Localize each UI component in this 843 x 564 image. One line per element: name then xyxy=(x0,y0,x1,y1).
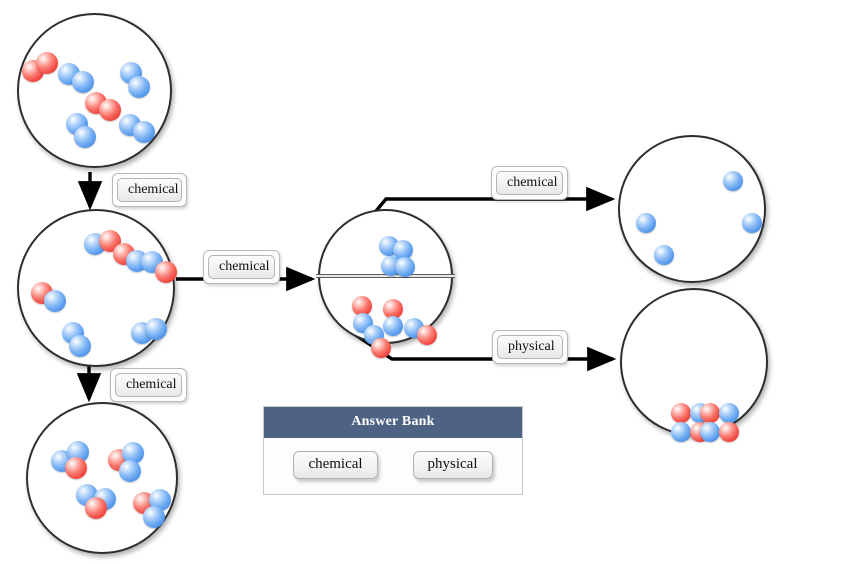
atom-blue xyxy=(143,506,165,528)
slot-bottom-right-arrow[interactable]: physical xyxy=(492,330,568,364)
slot-top-left-arrow[interactable]: chemical xyxy=(112,173,187,207)
vessel-top-right[interactable] xyxy=(618,135,766,283)
answer-bank-option-chemical[interactable]: chemical xyxy=(293,451,378,479)
atom-blue xyxy=(671,422,691,442)
answer-bank-title: Answer Bank xyxy=(264,407,522,438)
atom-blue xyxy=(44,290,66,312)
atom-blue xyxy=(119,460,141,482)
atom-blue xyxy=(149,489,171,511)
atom-blue xyxy=(74,126,96,148)
atom-red xyxy=(36,52,58,74)
atom-red xyxy=(352,296,372,316)
vessel-bottom-left[interactable] xyxy=(26,402,178,554)
atom-blue xyxy=(383,316,403,336)
slot-left-to-middle-arrow[interactable]: chemical xyxy=(203,250,280,284)
slot-label-chemical[interactable]: chemical xyxy=(496,171,563,195)
atom-red xyxy=(65,457,87,479)
atom-blue xyxy=(145,318,167,340)
atom-blue xyxy=(719,403,739,423)
atom-red xyxy=(85,497,107,519)
slot-label-chemical[interactable]: chemical xyxy=(117,178,182,202)
answer-bank-options: chemical physical xyxy=(264,438,522,494)
atom-blue xyxy=(69,335,91,357)
atom-blue xyxy=(133,121,155,143)
slot-label-chemical[interactable]: chemical xyxy=(115,373,182,397)
slot-left-down-arrow[interactable]: chemical xyxy=(110,368,187,402)
atom-blue xyxy=(72,71,94,93)
atom-blue xyxy=(636,213,656,233)
atom-red xyxy=(371,338,391,358)
atom-red xyxy=(383,299,403,319)
atom-blue xyxy=(393,240,413,260)
atom-red xyxy=(719,422,739,442)
answer-bank-panel: Answer Bank chemical physical xyxy=(263,406,523,495)
slot-top-right-arrow[interactable]: chemical xyxy=(491,166,568,200)
answer-bank-option-physical[interactable]: physical xyxy=(412,451,493,479)
atom-red xyxy=(155,261,177,283)
atom-red xyxy=(417,325,437,345)
atom-blue xyxy=(700,422,720,442)
atom-blue xyxy=(723,171,743,191)
atom-red xyxy=(671,403,691,423)
atom-red xyxy=(99,99,121,121)
slot-label-chemical[interactable]: chemical xyxy=(208,255,275,279)
atom-blue xyxy=(122,442,144,464)
chamber-divider xyxy=(316,274,455,278)
atom-blue xyxy=(742,213,762,233)
atom-blue xyxy=(395,257,415,277)
atom-blue xyxy=(654,245,674,265)
atom-red xyxy=(700,403,720,423)
atom-blue xyxy=(128,76,150,98)
slot-label-physical[interactable]: physical xyxy=(497,335,563,359)
